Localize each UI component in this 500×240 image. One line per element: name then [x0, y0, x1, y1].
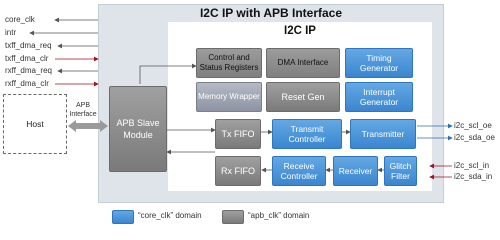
memwrap-label: Memory Wrapper — [198, 92, 260, 101]
txfifo-label: Tx FIFO — [221, 129, 255, 139]
transmitter: Transmitter — [350, 119, 416, 149]
csr-label-line2: Status Registers — [199, 63, 259, 72]
signal-core-clk: core_clk — [5, 15, 35, 24]
interrupt-label-line1: Interrupt — [363, 87, 395, 97]
signal-txff-dma-clr: txff_dma_clr — [5, 54, 49, 63]
reset-gen: Reset Gen — [266, 82, 340, 112]
host-block: Host — [3, 94, 67, 154]
glitch-filter: Glitch Filter — [384, 156, 417, 186]
legend-core-label: “core_clk” domain — [138, 211, 202, 220]
signal-i2c-sda-oe: i2c_sda_oe — [454, 133, 495, 142]
rx-fifo: Rx FIFO — [215, 156, 261, 186]
connection-arrows — [29, 17, 453, 180]
dma-interface: DMA Interface — [266, 48, 340, 78]
legend-core-swatch — [112, 210, 134, 224]
interrupt-label-line2: Generator — [359, 97, 399, 107]
signal-i2c-sda-in: i2c_sda_in — [454, 172, 493, 181]
control-status-registers: Control and Status Registers — [196, 48, 262, 78]
csr-label-line1: Control and — [208, 53, 250, 62]
outer-title: I2C IP with APB Interface — [199, 6, 343, 20]
receiver-label: Receiver — [338, 166, 373, 176]
signal-i2c-scl-in: i2c_scl_in — [454, 161, 490, 170]
apb-to-csr-line — [139, 63, 197, 84]
rxctrl-label-line2: Controller — [280, 171, 318, 181]
signal-intr: intr — [5, 28, 17, 37]
tx-fifo: Tx FIFO — [215, 119, 261, 149]
receiver: Receiver — [333, 156, 378, 186]
glitch-label-line2: Filter — [391, 171, 410, 181]
inner-title: I2C IP — [284, 25, 316, 37]
timing-label-line1: Timing — [366, 53, 392, 63]
signal-txff-dma-req: txff_dma_req — [5, 41, 52, 50]
signal-rxff-dma-clr: rxff_dma_clr — [5, 79, 49, 88]
reset-label: Reset Gen — [281, 92, 325, 102]
timing-label-line2: Generator — [359, 63, 399, 73]
glitch-label-line1: Glitch — [389, 161, 412, 171]
txctrl-label-line2: Controller — [288, 134, 326, 144]
legend-apb-label: “apb_clk” domain — [248, 211, 310, 220]
apb-slave-label-line1: APB Slave — [116, 118, 160, 128]
apb-interface-label-line2: Interface — [69, 111, 97, 118]
signal-rxff-dma-req: rxff_dma_req — [5, 66, 52, 75]
signal-i2c-scl-oe: i2c_scl_oe — [454, 121, 492, 130]
dma-label: DMA Interface — [277, 58, 329, 67]
timing-generator: Timing Generator — [345, 48, 413, 78]
legend-apb-swatch — [222, 210, 244, 224]
host-label: Host — [26, 119, 44, 129]
interrupt-generator: Interrupt Generator — [345, 82, 413, 112]
transmit-controller: Transmit Controller — [272, 119, 342, 149]
txctrl-label-line1: Transmit — [290, 124, 324, 134]
apb-slave-label-line2: Module — [123, 130, 153, 140]
rxfifo-label: Rx FIFO — [221, 166, 255, 176]
transmitter-label: Transmitter — [361, 129, 405, 139]
apb-slave-module: APB Slave Module — [109, 86, 167, 172]
memory-wrapper: Memory Wrapper — [196, 82, 262, 112]
receive-controller: Receive Controller — [272, 156, 326, 186]
apb-interface-arrow — [68, 120, 108, 132]
apb-interface-label: APB Interface — [68, 101, 98, 119]
apb-interface-label-line1: APB — [75, 102, 90, 109]
rxctrl-label-line1: Receive — [283, 161, 315, 171]
